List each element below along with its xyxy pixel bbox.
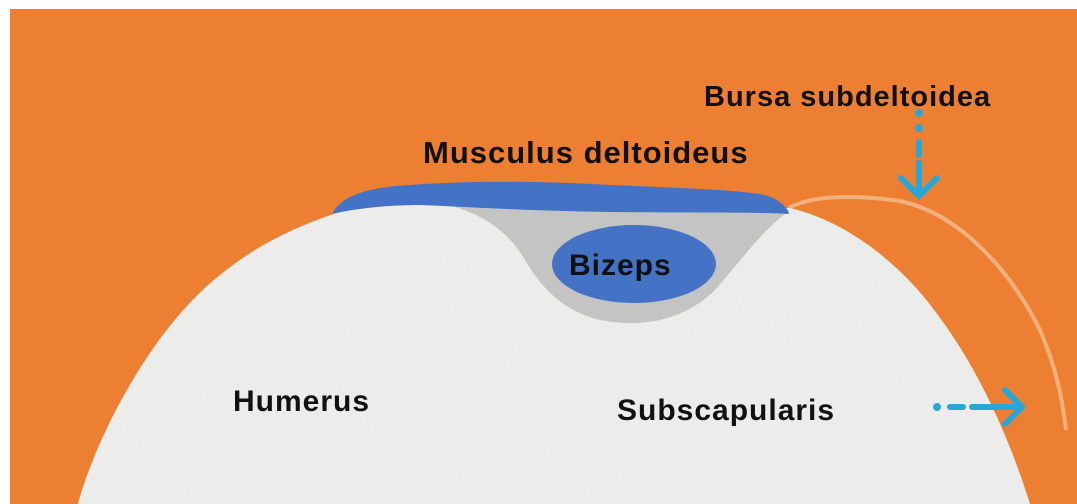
musculus-deltoideus-label: Musculus deltoideus bbox=[423, 135, 749, 171]
frame-top bbox=[0, 0, 1077, 9]
subscapularis-label: Subscapularis bbox=[617, 394, 835, 428]
bursa-subdeltoidea-label: Bursa subdeltoidea bbox=[704, 81, 991, 114]
frame-left bbox=[0, 0, 10, 504]
bizeps-label: Bizeps bbox=[569, 249, 672, 283]
humerus-label: Humerus bbox=[233, 385, 370, 419]
